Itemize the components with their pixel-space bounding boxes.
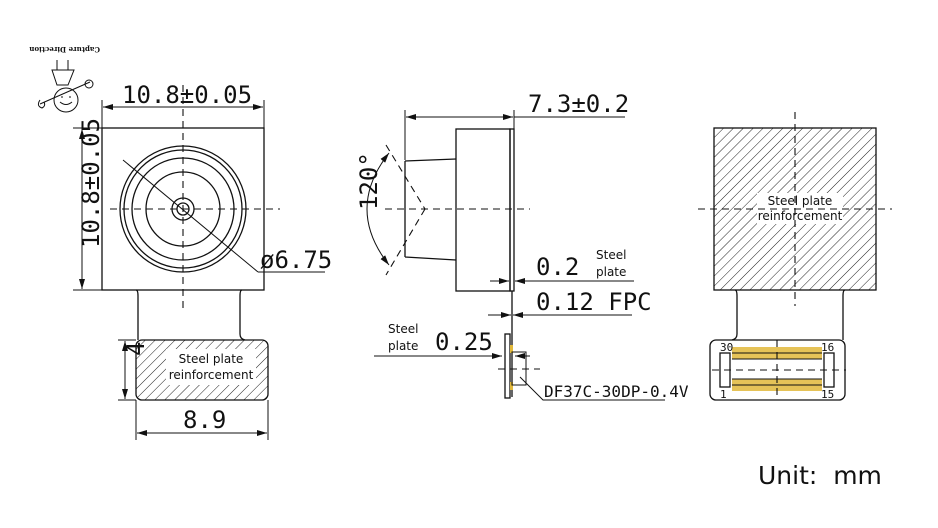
pin-30-label: 30 bbox=[720, 341, 733, 354]
fov-dim: 120° bbox=[355, 152, 383, 210]
steel-thickness-dim: 0.2 bbox=[536, 253, 579, 281]
pin-16-label: 16 bbox=[821, 341, 834, 354]
bottom-steel-label-2: plate bbox=[388, 339, 418, 353]
front-plate-label-1: Steel plate bbox=[179, 352, 244, 366]
steel-label-1: Steel bbox=[596, 248, 626, 262]
front-height-dim: 10.8±0.05 bbox=[77, 118, 105, 248]
front-view: 10.8±0.05 10.8±0.05 ø6.75 Steel plate re… bbox=[73, 81, 332, 440]
capture-direction-label: Capture Direction bbox=[29, 45, 100, 54]
front-plate-label-2: reinforcement bbox=[169, 368, 254, 382]
fpc-thickness-dim: 0.12 FPC bbox=[536, 288, 652, 316]
back-plate-label-2: reinforcement bbox=[758, 209, 843, 223]
bottom-steel-thickness-dim: 0.25 bbox=[435, 328, 493, 356]
unit-label: Unit: mm bbox=[758, 461, 882, 490]
pin-15-label: 15 bbox=[821, 388, 834, 401]
front-width-dim: 10.8±0.05 bbox=[122, 81, 252, 109]
bottom-steel-label-1: Steel bbox=[388, 322, 418, 336]
side-view: 120° 7.3±0.2 0.2 Steel plate 0.12 FPC 0.… bbox=[355, 90, 689, 401]
back-plate-label-1: Steel plate bbox=[768, 194, 833, 208]
connector-model: DF37C-30DP-0.4V bbox=[544, 382, 689, 401]
capture-direction-icon: Capture Direction bbox=[29, 45, 100, 113]
plate-width-dim: 8.9 bbox=[183, 406, 226, 434]
lens-diameter-dim: ø6.75 bbox=[260, 246, 332, 274]
steel-label-2: plate bbox=[596, 265, 626, 279]
depth-dim: 7.3±0.2 bbox=[528, 90, 629, 118]
back-view: Steel plate reinforcement 30 16 1 15 bbox=[698, 112, 892, 401]
pin-1-label: 1 bbox=[720, 388, 727, 401]
plate-height-dim: 4 bbox=[122, 342, 150, 356]
